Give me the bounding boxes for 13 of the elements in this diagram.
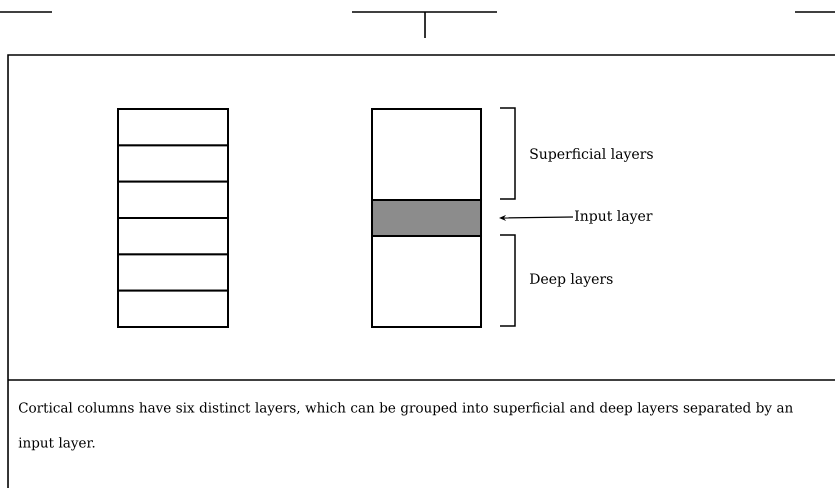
- layer-band: [371, 235, 482, 328]
- layer-band: [371, 108, 482, 201]
- input-layer-band: [371, 199, 482, 237]
- layer-band: [117, 217, 229, 256]
- layer-label: Deep layers: [530, 273, 613, 287]
- layer-band: [117, 108, 229, 146]
- layer-label: Superficial layers: [530, 148, 653, 162]
- layer-band: [117, 180, 229, 219]
- layer-label: Input layer: [574, 210, 653, 224]
- layer-band: [117, 144, 229, 183]
- layer-band: [117, 290, 229, 328]
- layer-band: [117, 253, 229, 292]
- caption: Cortical columns have six distinct layers, which can be grouped into superficial and deep layers separated by an input layer.: [18, 402, 793, 450]
